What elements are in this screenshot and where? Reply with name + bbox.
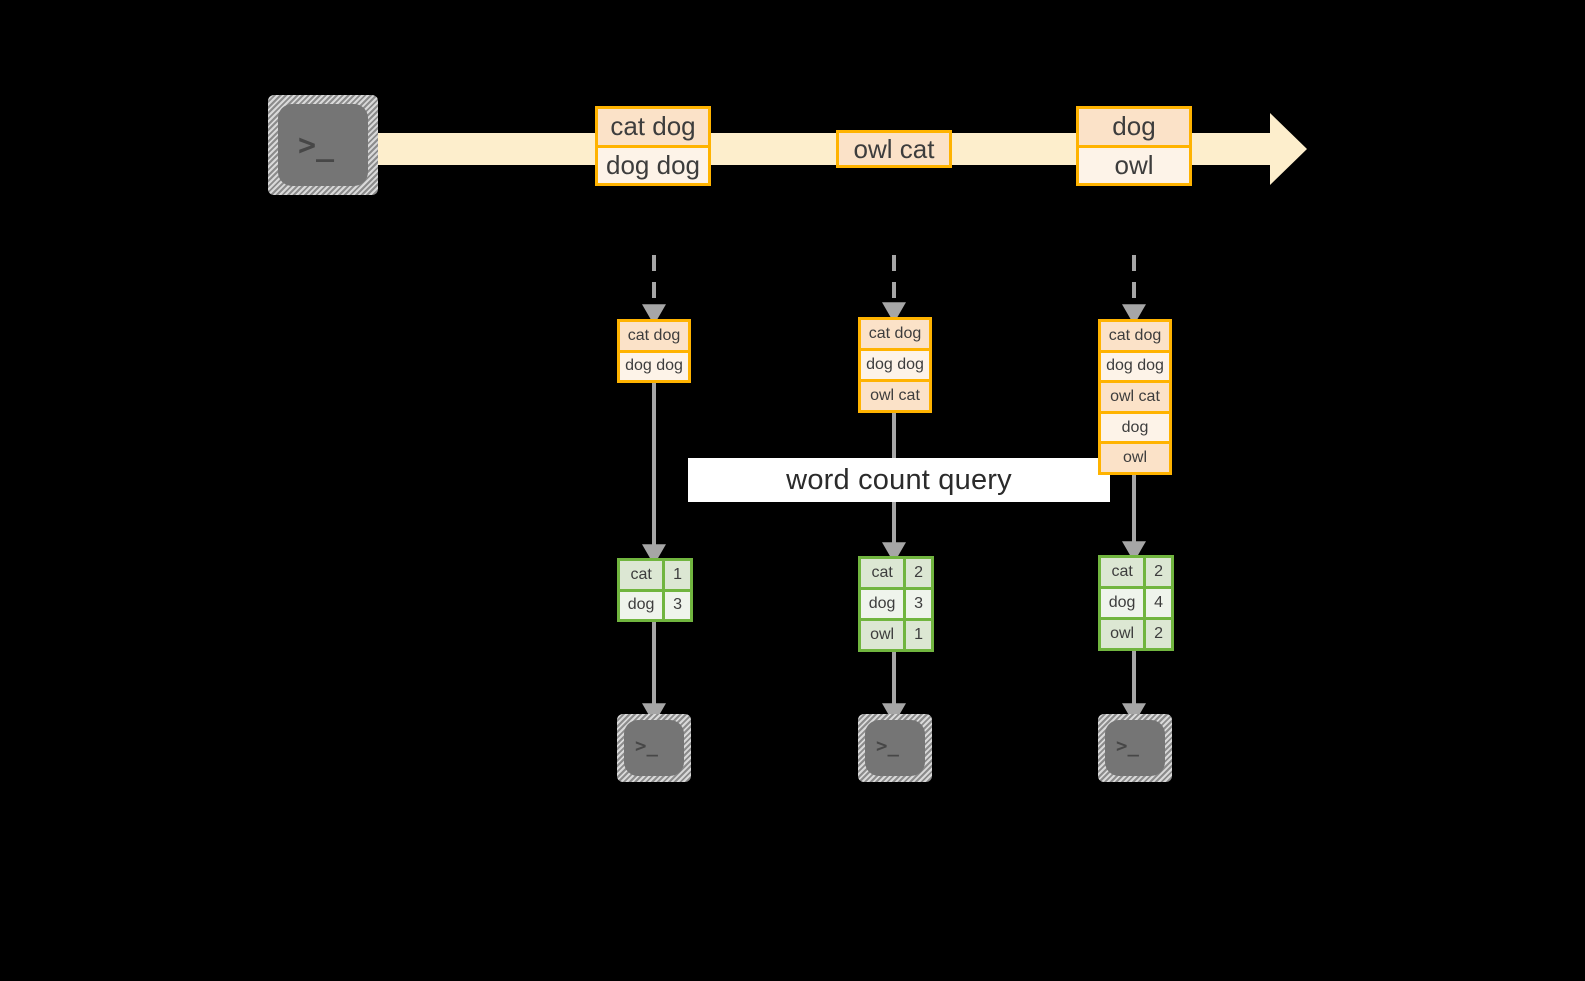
snapshot-2-result-table[interactable]: cat 2 dog 3 owl 1 <box>858 556 934 652</box>
stream-group-2[interactable]: owl cat <box>836 130 952 168</box>
terminal-body <box>865 720 925 776</box>
count-cell: 4 <box>1143 589 1171 617</box>
count-cell: 3 <box>662 591 690 619</box>
table-row: dog 4 <box>1101 586 1171 617</box>
input-record: dog dog <box>1101 349 1169 381</box>
table-row: dog 3 <box>620 588 690 619</box>
table-row: cat 2 <box>1101 558 1171 586</box>
query-label: word count query <box>786 463 1012 496</box>
count-cell: 3 <box>903 590 931 618</box>
stream-record: owl cat <box>839 133 949 165</box>
snapshot-3-sink-terminal-icon[interactable]: >_ <box>1098 714 1172 782</box>
source-terminal-icon[interactable]: >_ <box>268 95 378 195</box>
word-cell: dog <box>861 590 904 618</box>
stream-record: dog <box>1079 109 1189 145</box>
input-record: dog dog <box>620 349 688 380</box>
input-record: cat dog <box>620 322 688 350</box>
count-cell: 2 <box>1143 558 1171 586</box>
word-cell: owl <box>1101 620 1144 648</box>
count-cell: 1 <box>903 621 931 649</box>
word-cell: dog <box>620 591 663 619</box>
word-cell: dog <box>1101 589 1144 617</box>
snapshot-3-input-box[interactable]: cat dog dog dog owl cat dog owl <box>1098 319 1172 475</box>
stream-record: dog dog <box>598 144 708 183</box>
stream-record: owl <box>1079 144 1189 183</box>
word-cell: cat <box>620 561 663 589</box>
input-record: owl cat <box>1101 380 1169 411</box>
table-row: owl 1 <box>861 618 931 649</box>
terminal-prompt-text: >_ <box>298 128 335 163</box>
terminal-prompt-text: >_ <box>876 735 899 757</box>
input-record: cat dog <box>861 320 929 348</box>
word-cell: owl <box>861 621 904 649</box>
table-row: cat 1 <box>620 561 690 589</box>
stream-record: cat dog <box>598 109 708 145</box>
table-row: dog 3 <box>861 587 931 618</box>
snapshot-1-sink-terminal-icon[interactable]: >_ <box>617 714 691 782</box>
terminal-body <box>1105 720 1165 776</box>
input-record: cat dog <box>1101 322 1169 350</box>
word-cell: cat <box>861 559 904 587</box>
snapshot-1-result-table[interactable]: cat 1 dog 3 <box>617 558 693 622</box>
input-record: owl cat <box>861 379 929 410</box>
stream-group-1[interactable]: cat dog dog dog <box>595 106 711 186</box>
table-row: owl 2 <box>1101 617 1171 648</box>
snapshot-3-result-table[interactable]: cat 2 dog 4 owl 2 <box>1098 555 1174 651</box>
table-row: cat 2 <box>861 559 931 587</box>
input-record: dog dog <box>861 348 929 379</box>
snapshot-1-input-box[interactable]: cat dog dog dog <box>617 319 691 383</box>
snapshot-2-sink-terminal-icon[interactable]: >_ <box>858 714 932 782</box>
count-cell: 2 <box>1143 620 1171 648</box>
terminal-prompt-text: >_ <box>635 735 658 757</box>
input-record: dog <box>1101 410 1169 442</box>
terminal-prompt-text: >_ <box>1116 735 1139 757</box>
input-record: owl <box>1101 441 1169 472</box>
snapshot-2-input-box[interactable]: cat dog dog dog owl cat <box>858 317 932 413</box>
count-cell: 1 <box>662 561 690 589</box>
count-cell: 2 <box>903 559 931 587</box>
terminal-body <box>278 104 368 186</box>
query-label-band: word count query <box>688 458 1110 502</box>
terminal-body <box>624 720 684 776</box>
word-cell: cat <box>1101 558 1144 586</box>
stream-group-3[interactable]: dog owl <box>1076 106 1192 186</box>
